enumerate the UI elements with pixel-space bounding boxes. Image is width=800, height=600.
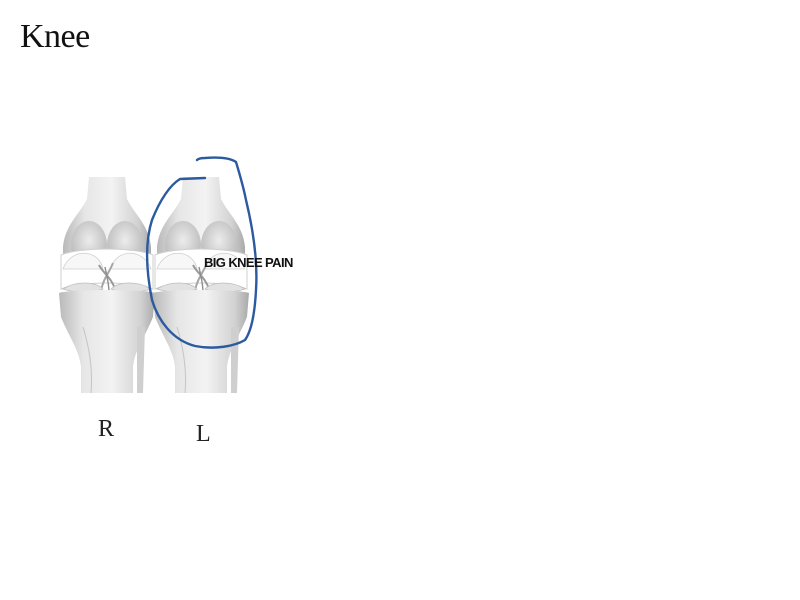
left-knee-label: L	[196, 421, 211, 447]
right-knee-label: R	[98, 416, 115, 442]
page-title: Knee	[20, 18, 90, 55]
pain-annotation-text: BIG KNEE PAIN	[204, 255, 293, 270]
pain-annotation-circle	[145, 156, 258, 349]
left-knee-illustration	[152, 176, 250, 394]
right-knee-illustration	[58, 176, 156, 394]
